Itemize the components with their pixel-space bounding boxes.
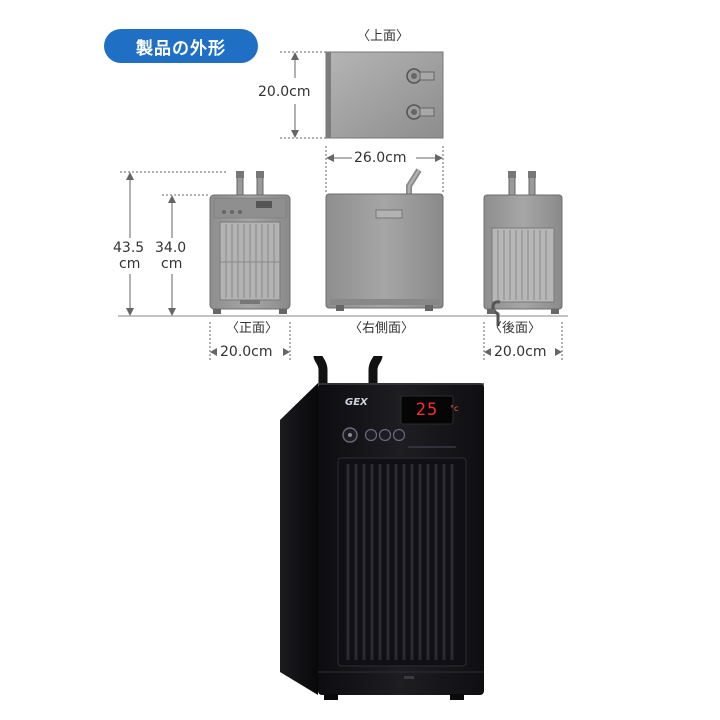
section-title-badge: 製品の外形 — [104, 29, 258, 63]
product-front-grille — [337, 457, 467, 667]
side-depth-dimension-line — [325, 146, 444, 194]
temperature-unit: °c — [450, 404, 459, 413]
brand-logo: GEX — [345, 397, 368, 408]
right-side-view-drawing — [325, 168, 444, 311]
back-view-drawing — [483, 171, 563, 360]
temperature-display: 25 — [415, 400, 439, 420]
back-view-label: 〈後面〉 — [489, 321, 542, 336]
top-depth-dimension: 20.0cm — [258, 84, 311, 100]
top-view-label: 〈上面〉 — [357, 29, 410, 44]
height-dimension-lines — [120, 171, 226, 316]
top-view-drawing — [280, 51, 444, 139]
product-photo — [280, 355, 484, 700]
total-height-unit: cm — [119, 256, 141, 272]
total-height-value: 43.5 — [113, 240, 145, 256]
body-height-unit: cm — [161, 256, 183, 272]
back-width-dimension: 20.0cm — [494, 344, 547, 360]
product-control-buttons — [342, 427, 406, 443]
top-view-port-upper — [406, 68, 435, 84]
product-side-panel — [280, 383, 318, 695]
body-height-value: 34.0 — [155, 240, 187, 256]
top-depth-dimension-line — [280, 51, 326, 139]
front-view-drawing — [209, 171, 291, 360]
right-side-view-label: 〈右側面〉 — [349, 321, 415, 336]
front-width-dimension: 20.0cm — [220, 344, 273, 360]
front-view-label: 〈正面〉 — [226, 321, 279, 336]
side-depth-dimension: 26.0cm — [354, 150, 407, 166]
top-view-port-lower — [406, 104, 435, 120]
